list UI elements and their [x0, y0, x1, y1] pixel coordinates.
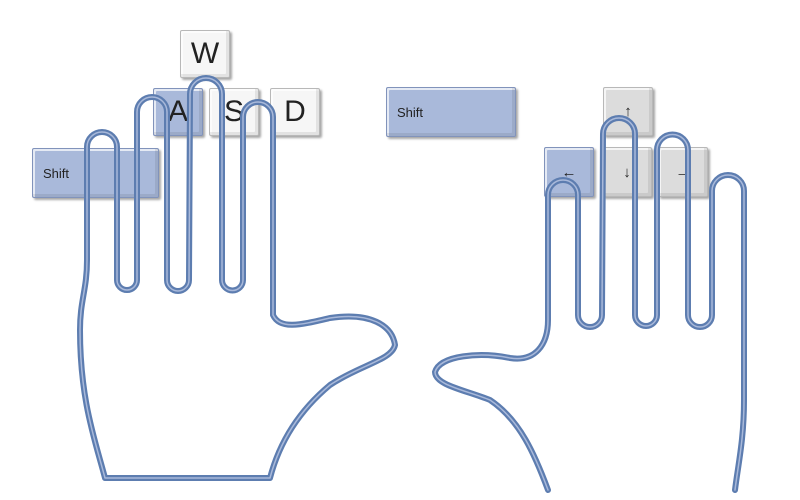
key-shift-right: Shift [386, 87, 516, 137]
left-hand-outline [77, 75, 398, 481]
key-d: D [270, 88, 320, 136]
key-s: S [209, 88, 259, 136]
right-hand-outline [432, 115, 747, 493]
key-up-arrow: ↑ [603, 87, 653, 136]
key-a: A [153, 88, 203, 136]
key-w: W [180, 30, 230, 78]
key-right-arrow: → [658, 147, 708, 197]
